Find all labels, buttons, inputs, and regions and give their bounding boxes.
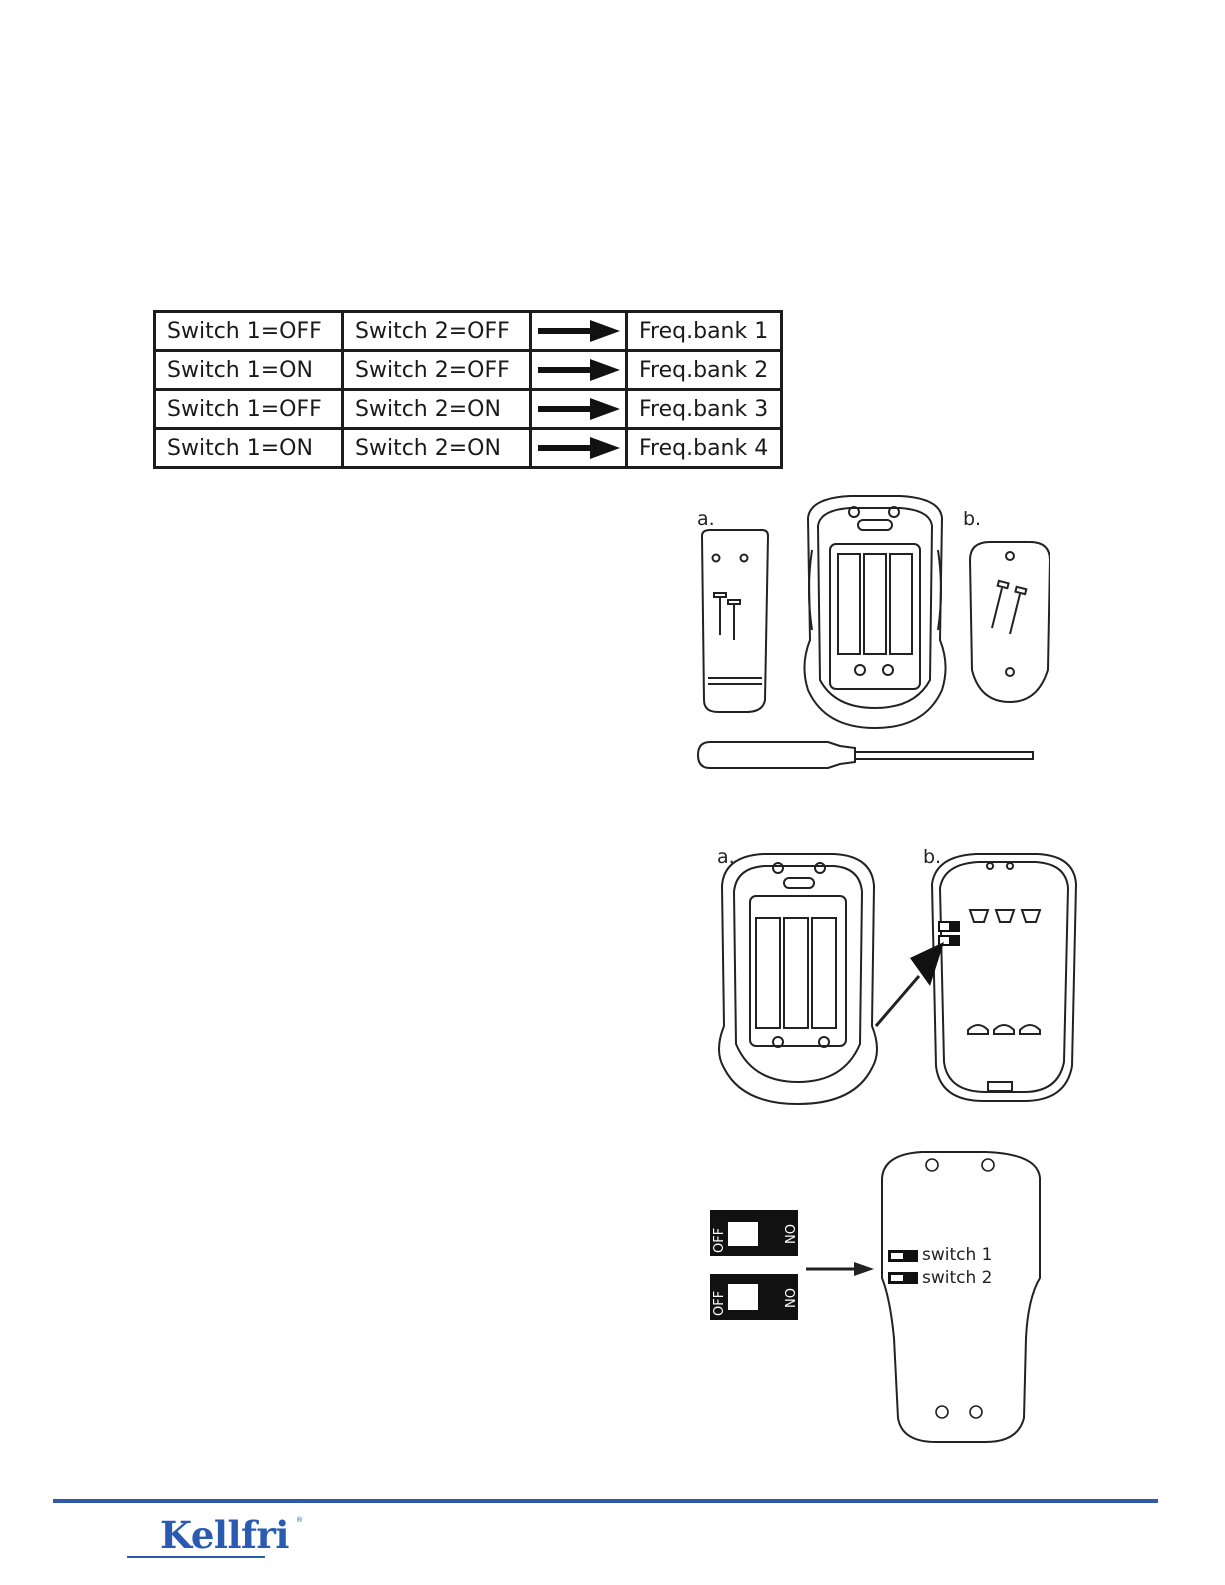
figure2-illustration	[714, 846, 1084, 1108]
arrow-cell	[531, 312, 627, 351]
switch1-cell: Switch 1=ON	[155, 429, 343, 468]
dip-off-label: OFF	[712, 1228, 727, 1253]
switch2-cell: Switch 2=OFF	[343, 312, 531, 351]
dip-switch-off-illustration: OFF ON	[710, 1274, 798, 1320]
registered-mark: ®	[296, 1516, 303, 1524]
cover-outline-illustration	[882, 1152, 1040, 1442]
dip-on-label: ON	[781, 1288, 796, 1308]
wall-bracket-illustration	[970, 542, 1050, 702]
screwdriver-illustration	[698, 742, 855, 768]
switch1-cell: Switch 1=OFF	[155, 390, 343, 429]
figure1-illustration	[690, 490, 1050, 795]
remote-open-illustration	[719, 854, 877, 1104]
arrow-cell	[531, 390, 627, 429]
switch1-cell: Switch 1=OFF	[155, 312, 343, 351]
table-row: Switch 1=OFF Switch 2=ON Freq.bank 3	[155, 390, 782, 429]
dip-off-label: OFF	[712, 1291, 727, 1316]
freq-bank-cell: Freq.bank 4	[627, 429, 782, 468]
freq-bank-cell: Freq.bank 3	[627, 390, 782, 429]
figure3-illustration: OFF ON OFF ON	[706, 1148, 1051, 1448]
back-cover-illustration	[932, 854, 1076, 1101]
right-arrow-icon	[538, 359, 620, 381]
right-arrow-icon	[538, 437, 620, 459]
switch2-label: switch 2	[922, 1268, 993, 1288]
kellfri-logo: Kellfri	[160, 1513, 289, 1557]
switch2-cell: Switch 2=ON	[343, 429, 531, 468]
right-arrow-icon	[538, 320, 620, 342]
logo-underline	[127, 1556, 265, 1558]
table-row: Switch 1=OFF Switch 2=OFF Freq.bank 1	[155, 312, 782, 351]
switch2-cell: Switch 2=ON	[343, 390, 531, 429]
dip-on-label: ON	[781, 1224, 796, 1244]
footer-rule	[53, 1499, 1158, 1503]
switch2-cell: Switch 2=OFF	[343, 351, 531, 390]
right-arrow-icon	[806, 1262, 874, 1276]
frequency-bank-table: Switch 1=OFF Switch 2=OFF Freq.bank 1 Sw…	[153, 310, 783, 469]
table-row: Switch 1=ON Switch 2=ON Freq.bank 4	[155, 429, 782, 468]
table-row: Switch 1=ON Switch 2=OFF Freq.bank 2	[155, 351, 782, 390]
freq-bank-cell: Freq.bank 2	[627, 351, 782, 390]
dip-switch-off-illustration: OFF ON	[710, 1210, 798, 1256]
freq-bank-cell: Freq.bank 1	[627, 312, 782, 351]
switch1-label: switch 1	[922, 1245, 993, 1265]
arrow-cell	[531, 351, 627, 390]
arrow-cell	[531, 429, 627, 468]
switch1-cell: Switch 1=ON	[155, 351, 343, 390]
right-arrow-icon	[538, 398, 620, 420]
